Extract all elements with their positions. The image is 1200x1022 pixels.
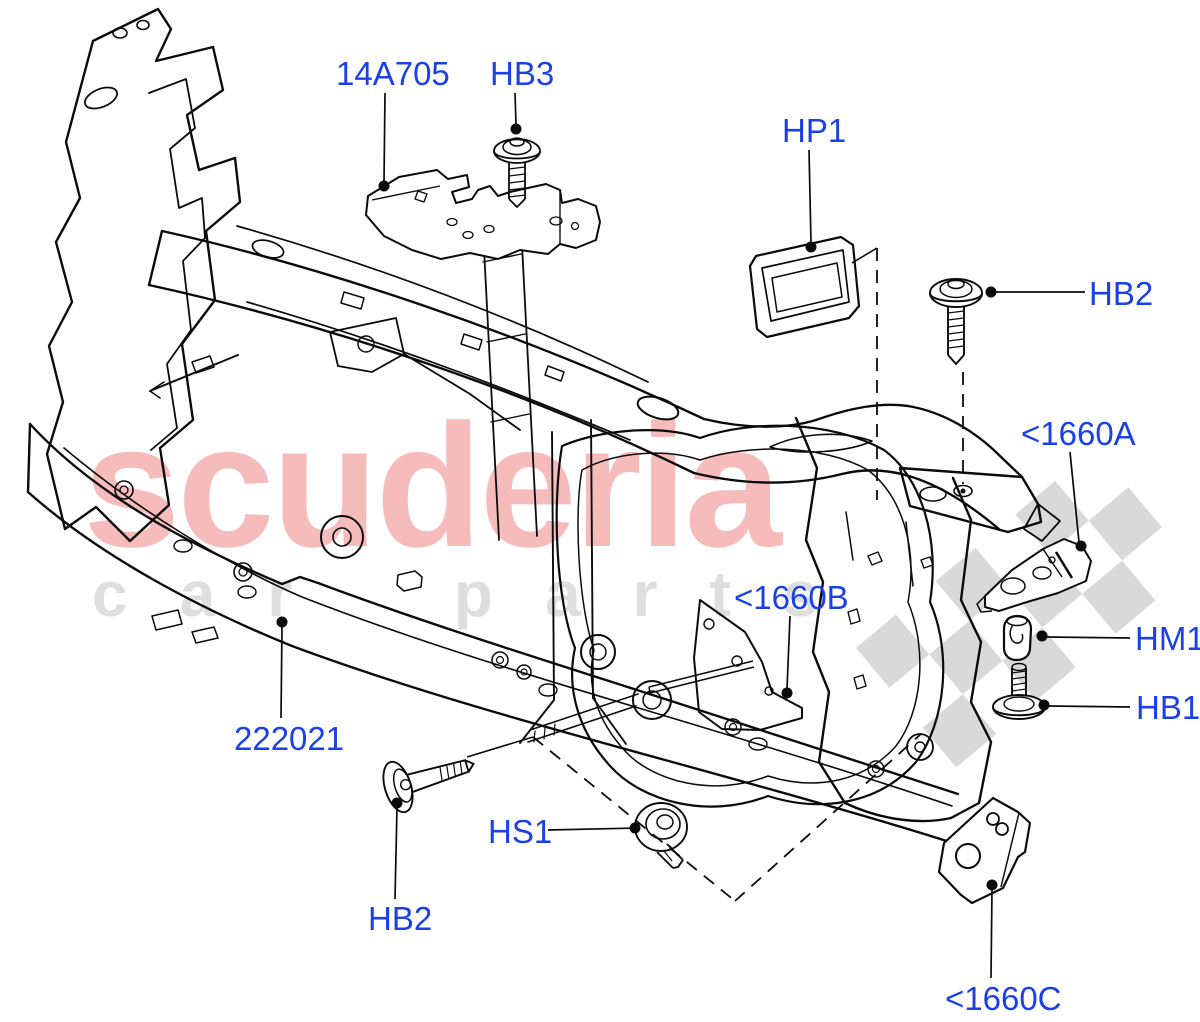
part-drawing-14a705-bracket <box>365 169 601 260</box>
part-label-hb2-bottom[interactable]: HB2 <box>368 900 433 937</box>
part-label-1660a[interactable]: <1660A <box>1021 415 1136 452</box>
nut-hm1 <box>1002 614 1033 662</box>
part-label-hb1[interactable]: HB1 <box>1136 689 1200 726</box>
main-assembly-drawing <box>26 7 1061 848</box>
part-drawing-1660c-plate <box>937 796 1032 905</box>
screw-hb2-right <box>929 278 983 366</box>
watermark-tagline: car parts <box>92 558 871 630</box>
alignment-solid-ticks <box>466 247 878 758</box>
leader-lines <box>280 92 1131 979</box>
part-drawing-1660b-plate <box>648 599 803 731</box>
part-label-hb2-right[interactable]: HB2 <box>1089 275 1154 312</box>
alignment-dashed-lines <box>532 248 964 902</box>
part-label-hb3[interactable]: HB3 <box>490 55 555 92</box>
screw-hb2-bottom <box>382 759 475 814</box>
screw-hs1 <box>634 802 688 869</box>
part-label-222021[interactable]: 222021 <box>234 720 345 757</box>
part-label-14a705[interactable]: 14A705 <box>336 55 450 92</box>
part-label-hp1[interactable]: HP1 <box>782 112 847 149</box>
part-drawing-hp1-grommet <box>748 235 861 339</box>
screw-hb3 <box>493 137 541 209</box>
leader-dots <box>276 123 1087 891</box>
part-label-1660c[interactable]: <1660C <box>945 980 1062 1017</box>
part-drawing-1660a-bracket <box>976 538 1092 613</box>
part-label-hs1[interactable]: HS1 <box>488 813 553 850</box>
part-label-1660b[interactable]: <1660B <box>734 579 849 616</box>
part-label-hm1[interactable]: HM1 <box>1135 620 1200 657</box>
